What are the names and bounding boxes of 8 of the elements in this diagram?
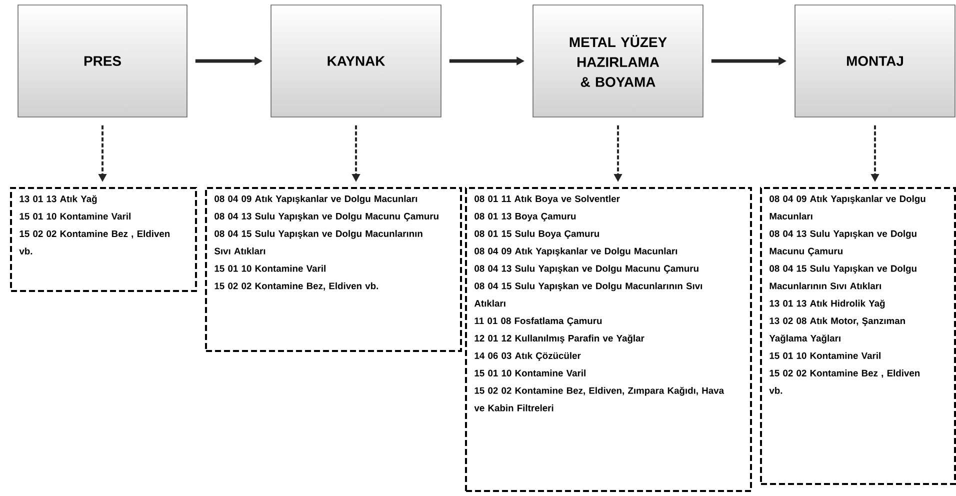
process-box: MONTAJ xyxy=(794,4,956,118)
waste-list-box: 08 04 09 Atık Yapışkanlar ve Dolgu Macunları 08 04 13 Sulu Yapışkan ve Dolgu Macunu Çamuru 08 04 15 Sulu Yapışkan ve Dolgu Macunlarının Sıvı Atıkları 13 01 13 Atık Hidrolik Yağ 13 02 08 Atık Motor, Şanzıman Yağlama Yağları 15 01 10 Kontamine Varil 15 02 02 Kontamine Bez , Eldiven vb. xyxy=(760,187,956,485)
waste-list-box: 13 01 13 Atık Yağ 15 01 10 Kontamine Varil 15 02 02 Kontamine Bez , Eldiven vb. xyxy=(10,187,197,292)
waste-list-box: 08 01 11 Atık Boya ve Solventler 08 01 13 Boya Çamuru 08 01 15 Sulu Boya Çamuru 08 04 09 Atık Yapışkanlar ve Dolgu Macunları 08 04 13 Sulu Yapışkan ve Dolgu Macunu Çamuru 08 04 15 Sulu Yapışkan ve Dolgu Macunlarının Sıvı Atıkları 11 01 08 Fosfatlama Çamuru 12 01 12 Kullanılmış Parafin ve Yağlar 14 06 03 Atık Çözücüler 15 01 10 Kontamine Varil 15 02 02 Kontamine Bez, Eldiven, Zımpara Kağıdı, Hava ve Kabin Filtreleri xyxy=(465,187,752,492)
process-box: METAL YÜZEY HAZIRLAMA & BOYAMA xyxy=(532,4,704,118)
process-box: PRES xyxy=(18,4,188,118)
waste-list-box: 08 04 09 Atık Yapışkanlar ve Dolgu Macunları 08 04 13 Sulu Yapışkan ve Dolgu Macunu Çamuru 08 04 15 Sulu Yapışkan ve Dolgu Macunlarının Sıvı Atıkları 15 01 10 Kontamine Varil 15 02 02 Kontamine Bez, Eldiven vb. xyxy=(205,187,462,352)
process-box: KAYNAK xyxy=(270,4,442,118)
